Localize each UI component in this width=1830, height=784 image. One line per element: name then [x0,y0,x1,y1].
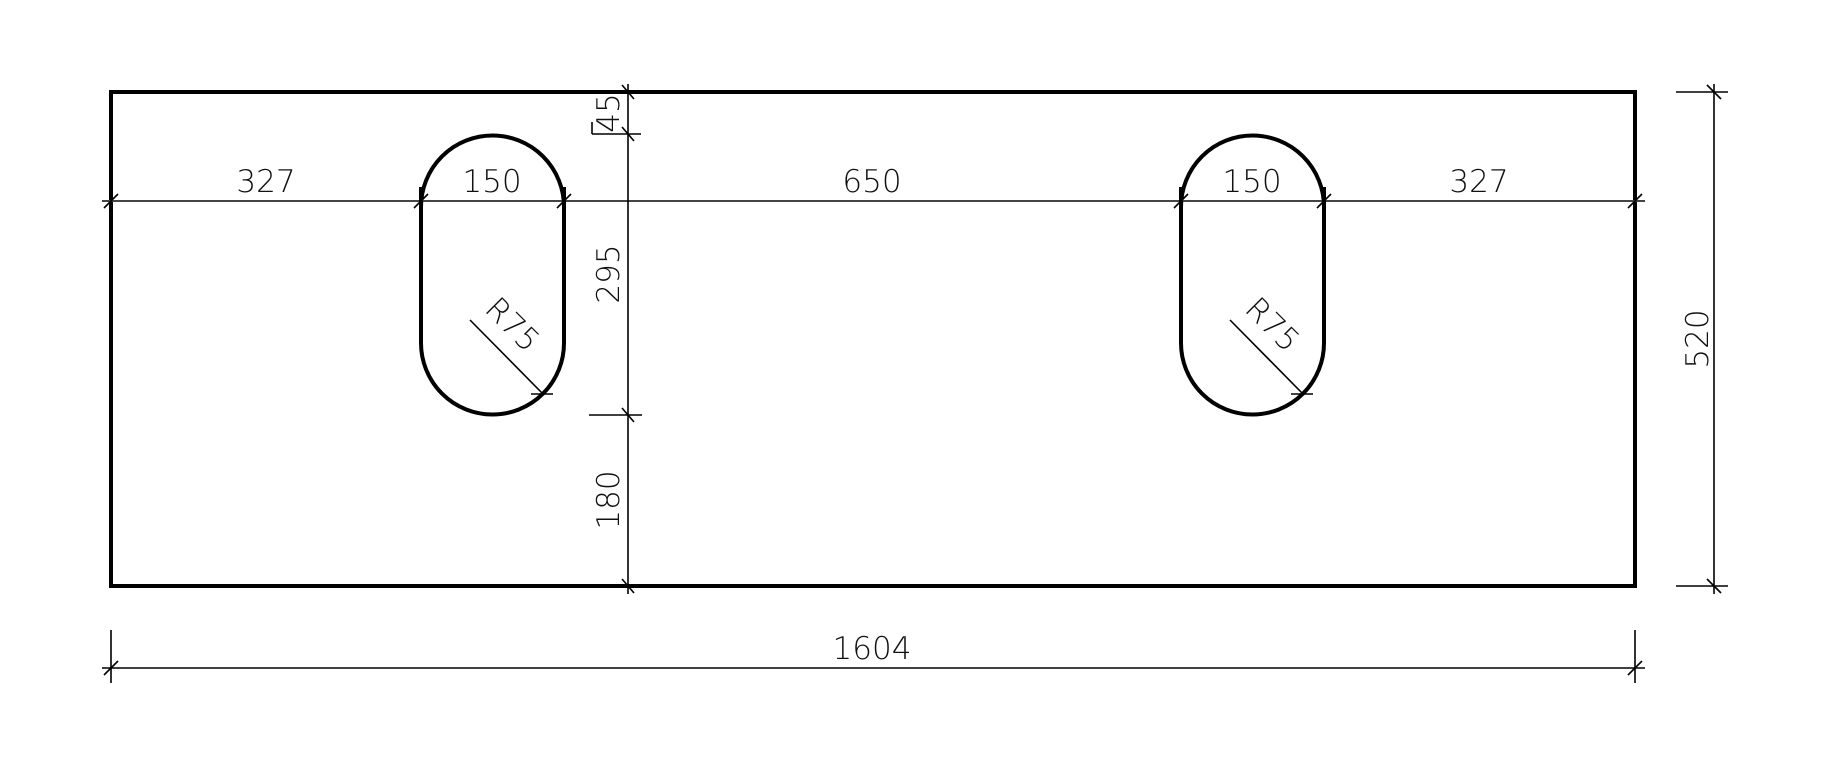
right-basin-cutout [1179,133,1326,417]
overall-width-label: 1604 [833,631,912,667]
vertical-dimension-chain [589,84,642,594]
dim-left-slot-width: 150 [462,164,521,200]
right-radius-label: R75 [1238,291,1307,360]
dim-left-margin: 327 [236,164,295,200]
dim-center-gap: 650 [842,164,901,200]
dim-right-margin: 327 [1449,164,1508,200]
overall-depth-dimension [1676,84,1728,594]
dim-slot-length: 295 [591,244,627,303]
countertop-outline [109,90,1637,588]
horizontal-dimension-chain [102,187,1645,209]
dim-right-slot-width: 150 [1222,164,1281,200]
left-radius-label: R75 [478,291,547,360]
left-radius-leader [469,319,553,395]
overall-depth-label: 520 [1680,309,1716,368]
dim-top-offset: 45 [591,93,627,132]
dim-bottom-offset: 180 [591,470,627,529]
overall-width-dimension [102,630,1645,683]
left-basin-cutout [419,133,566,417]
right-radius-leader [1229,319,1313,395]
